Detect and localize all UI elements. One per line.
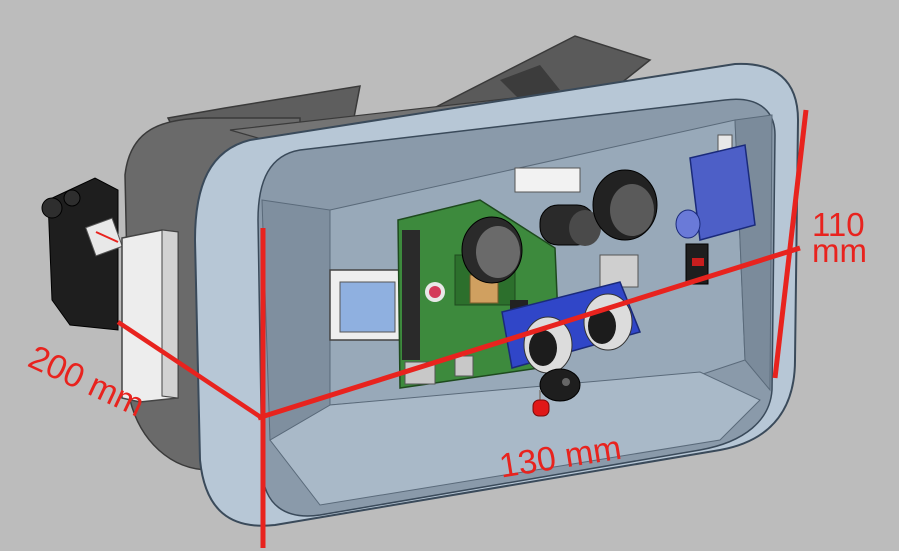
height-dimension-label: 110 mm [812, 206, 867, 269]
height-dimension-value: 110 [812, 206, 865, 243]
height-dimension-unit: mm [812, 231, 867, 269]
head-strap [41, 177, 123, 331]
servo-motor [675, 134, 756, 285]
buzzer [539, 368, 581, 402]
depth-dimension-line [116, 320, 264, 420]
side-plate [121, 229, 179, 403]
height-dimension-line [772, 109, 809, 379]
camera-module [461, 167, 658, 288]
dimension-lines [116, 109, 809, 548]
width-dimension-line [257, 245, 801, 421]
lcd-display [329, 269, 406, 341]
red-led [532, 390, 550, 417]
